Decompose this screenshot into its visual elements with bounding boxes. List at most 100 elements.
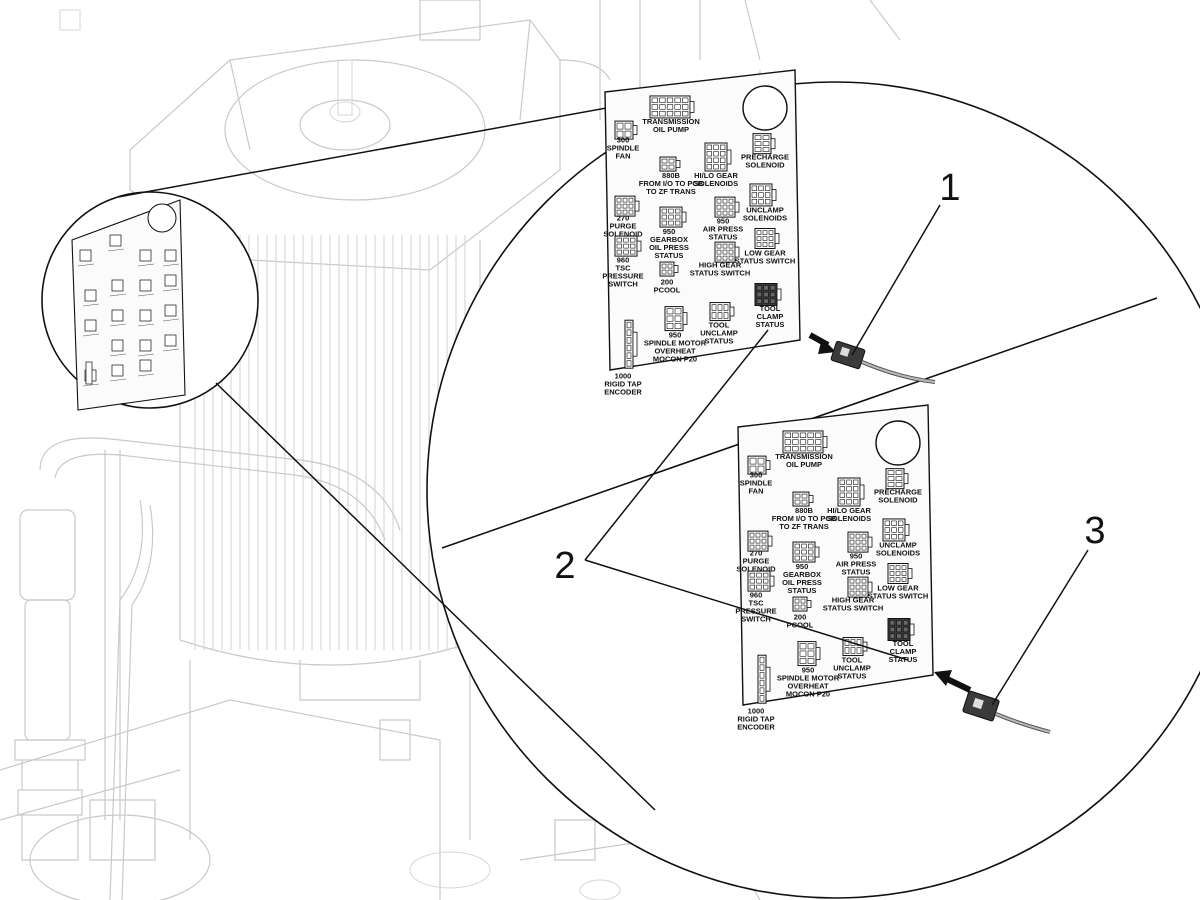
label-spindle-motor-overheat: MOCON P20 bbox=[653, 355, 697, 364]
mini-connector bbox=[107, 234, 125, 252]
label-precharge-solenoid: PRECHARGE bbox=[741, 153, 789, 162]
mini-connector bbox=[82, 289, 100, 307]
label-purge-solenoid: SOLENOID bbox=[736, 564, 776, 573]
label-high-gear-status-switch: STATUS SWITCH bbox=[823, 604, 884, 613]
label-gearbox-oil-press-status: OIL PRESS bbox=[782, 578, 822, 587]
label-pcool: 200 bbox=[794, 612, 807, 621]
label-pcool: PCOOL bbox=[787, 620, 814, 629]
label-spindle-motor-overheat: SPINDLE MOTOR bbox=[777, 674, 840, 683]
label-transmission-oil-pump: OIL PUMP bbox=[786, 460, 822, 469]
label-tool-clamp-status: TOOL bbox=[893, 639, 914, 648]
label-tool-unclamp-status: UNCLAMP bbox=[700, 329, 738, 338]
mini-connector bbox=[162, 274, 180, 292]
label-purge-solenoid: SOLENOID bbox=[603, 229, 643, 238]
label-rigid-tap-encoder: 1000 bbox=[748, 706, 765, 715]
connector-purge-solenoid bbox=[747, 530, 773, 552]
connector-hilo-gear-solenoids bbox=[837, 477, 865, 507]
label-spindle-motor-overheat: 950 bbox=[802, 666, 815, 675]
label-gearbox-oil-press-status: GEARBOX bbox=[783, 570, 821, 579]
label-from-io-to-pcb: 880B bbox=[795, 506, 814, 515]
label-low-gear-status-switch: LOW GEAR bbox=[744, 249, 786, 258]
label-low-gear-status-switch: LOW GEAR bbox=[877, 584, 919, 593]
label-spindle-motor-overheat: OVERHEAT bbox=[654, 347, 696, 356]
label-spindle-motor-overheat: SPINDLE MOTOR bbox=[644, 339, 707, 348]
connector-low-gear-status-switch bbox=[754, 228, 780, 249]
label-tsc-pressure-switch: 960 bbox=[617, 255, 630, 264]
label-rigid-tap-encoder: RIGID TAP bbox=[604, 379, 641, 388]
label-tsc-pressure-switch: TSC bbox=[616, 263, 632, 272]
label-tool-unclamp-status: STATUS bbox=[838, 672, 867, 681]
label-transmission-oil-pump: OIL PUMP bbox=[653, 125, 689, 134]
connector-high-gear-status-switch bbox=[847, 576, 873, 598]
label-rigid-tap-encoder: ENCODER bbox=[737, 722, 775, 731]
label-from-io-to-pcb: FROM I/O TO PCB bbox=[639, 179, 704, 188]
mini-connector bbox=[109, 364, 127, 382]
label-pcool: PCOOL bbox=[654, 285, 681, 294]
label-purge-solenoid: 270 bbox=[617, 213, 630, 222]
label-tsc-pressure-switch: PRESSURE bbox=[735, 606, 776, 615]
mini-connector bbox=[109, 339, 127, 357]
label-tool-clamp-status: CLAMP bbox=[757, 312, 784, 321]
label-tool-clamp-status: STATUS bbox=[756, 320, 785, 329]
label-gearbox-oil-press-status: STATUS bbox=[655, 251, 684, 260]
label-gearbox-oil-press-status: GEARBOX bbox=[650, 235, 688, 244]
label-unclamp-solenoids: UNCLAMP bbox=[746, 206, 784, 215]
callout-leaders bbox=[584, 204, 1089, 706]
connector-spindle-motor-overheat bbox=[797, 641, 821, 667]
label-low-gear-status-switch: STATUS SWITCH bbox=[868, 592, 929, 601]
connector-high-gear-status-switch bbox=[714, 241, 740, 263]
label-air-press-status: 950 bbox=[850, 551, 863, 560]
label-high-gear-status-switch: HIGH GEAR bbox=[832, 596, 875, 605]
label-precharge-solenoid: SOLENOID bbox=[745, 161, 785, 170]
connector-tool-clamp-status bbox=[754, 283, 782, 306]
mini-connector bbox=[137, 359, 155, 377]
connector-plug-3 bbox=[934, 670, 1051, 734]
connector-pcool bbox=[659, 261, 679, 277]
label-tool-clamp-status: CLAMP bbox=[890, 647, 917, 656]
label-from-io-to-pcb: TO ZF TRANS bbox=[646, 187, 695, 196]
callout-2: 2 bbox=[554, 545, 575, 587]
label-spindle-fan: 300 bbox=[617, 135, 630, 144]
mini-connector bbox=[82, 319, 100, 337]
label-tsc-pressure-switch: SWITCH bbox=[608, 279, 638, 288]
label-unclamp-solenoids: UNCLAMP bbox=[879, 541, 917, 550]
label-tool-clamp-status: TOOL bbox=[760, 304, 781, 313]
label-spindle-fan: FAN bbox=[749, 486, 764, 495]
label-transmission-oil-pump: TRANSMISSION bbox=[642, 117, 700, 126]
label-from-io-to-pcb: TO ZF TRANS bbox=[779, 522, 828, 531]
label-hilo-gear-solenoids: SOLENOIDS bbox=[827, 514, 871, 523]
label-gearbox-oil-press-status: STATUS bbox=[788, 586, 817, 595]
label-high-gear-status-switch: HIGH GEAR bbox=[699, 261, 742, 270]
connector-pcool bbox=[792, 596, 812, 612]
mini-connector bbox=[77, 249, 95, 267]
label-transmission-oil-pump: TRANSMISSION bbox=[775, 452, 833, 461]
label-tool-unclamp-status: TOOL bbox=[709, 321, 730, 330]
label-precharge-solenoid: PRECHARGE bbox=[874, 488, 922, 497]
connector-tsc-pressure-switch bbox=[614, 235, 642, 257]
label-unclamp-solenoids: SOLENOIDS bbox=[876, 549, 920, 558]
label-from-io-to-pcb: 880B bbox=[662, 171, 681, 180]
label-spindle-motor-overheat: OVERHEAT bbox=[787, 682, 829, 691]
connector-rigid-tap-encoder bbox=[757, 654, 771, 704]
label-tsc-pressure-switch: PRESSURE bbox=[602, 271, 643, 280]
connector-from-io-to-pcb bbox=[792, 491, 814, 507]
connector-tool-clamp-status bbox=[887, 618, 915, 641]
label-tool-unclamp-status: STATUS bbox=[705, 337, 734, 346]
label-high-gear-status-switch: STATUS SWITCH bbox=[690, 269, 751, 278]
connector-precharge-solenoid bbox=[752, 133, 776, 155]
mini-connector bbox=[137, 279, 155, 297]
connector-plug-1 bbox=[808, 332, 936, 384]
connector-air-press-status bbox=[847, 531, 873, 553]
connector-rigid-tap-encoder bbox=[624, 319, 638, 369]
connector-spindle-fan bbox=[614, 120, 638, 140]
label-tsc-pressure-switch: TSC bbox=[749, 598, 765, 607]
label-hilo-gear-solenoids: HI/LO GEAR bbox=[694, 171, 738, 180]
label-air-press-status: STATUS bbox=[842, 567, 871, 576]
label-rigid-tap-encoder: 1000 bbox=[615, 371, 632, 380]
mini-connector bbox=[162, 304, 180, 322]
label-spindle-fan: FAN bbox=[616, 151, 631, 160]
mini-connector bbox=[109, 279, 127, 297]
mini-connector bbox=[137, 249, 155, 267]
